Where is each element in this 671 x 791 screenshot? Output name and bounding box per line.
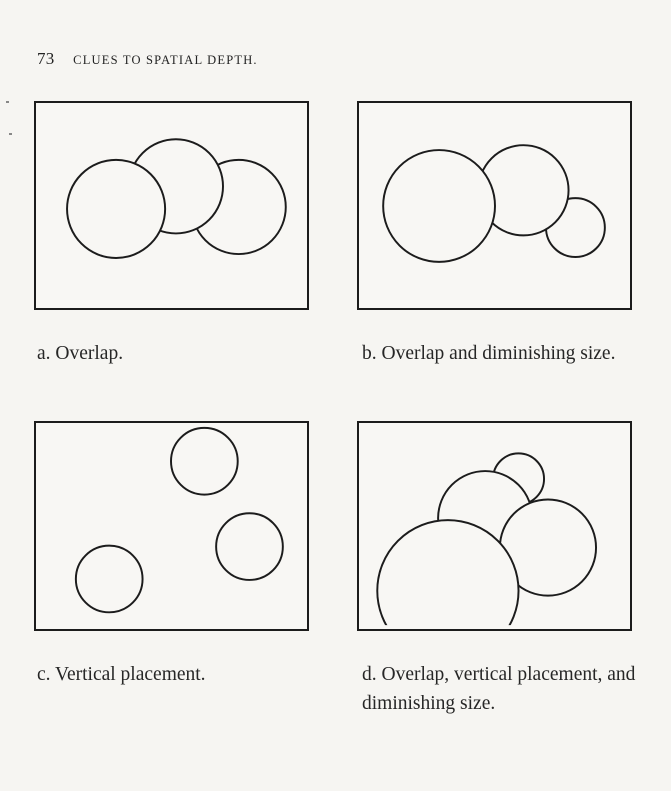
- combined-depth-diagram: [376, 452, 598, 626]
- circle-bottom-left: [74, 544, 144, 614]
- circle-right: [498, 498, 598, 597]
- caption-a: a. Overlap.: [37, 343, 124, 364]
- overlap-diagram: [66, 138, 287, 259]
- figure-panel-a: [34, 101, 309, 310]
- page-number: 73: [37, 49, 55, 68]
- scan-mark: [6, 101, 9, 103]
- circle-right: [215, 512, 284, 581]
- running-title: CLUES TO SPATIAL DEPTH.: [73, 53, 258, 67]
- figure-panel-c: [34, 421, 309, 631]
- circle-large-front: [376, 519, 520, 626]
- circle-small: [545, 197, 606, 258]
- circle-back: [190, 158, 287, 256]
- circle-tiny-far: [492, 452, 546, 506]
- figure-panel-b: [357, 101, 632, 310]
- figure-panel-d: [357, 421, 632, 631]
- caption-d: d. Overlap, vertical placement, and dimi…: [362, 664, 636, 714]
- circle-top: [170, 426, 239, 496]
- circle-middle: [127, 138, 224, 235]
- overlap-diminishing-diagram: [382, 144, 606, 263]
- circle-medium: [477, 144, 570, 237]
- caption-b: b. Overlap and diminishing size.: [362, 343, 616, 364]
- circle-large: [382, 149, 496, 263]
- vertical-placement-diagram: [74, 426, 284, 614]
- caption-c: c. Vertical placement.: [37, 664, 206, 685]
- page-header: 73 CLUES TO SPATIAL DEPTH.: [37, 49, 258, 69]
- circle-front: [66, 158, 167, 259]
- circle-mid-back: [437, 470, 534, 567]
- scan-mark: [9, 133, 12, 135]
